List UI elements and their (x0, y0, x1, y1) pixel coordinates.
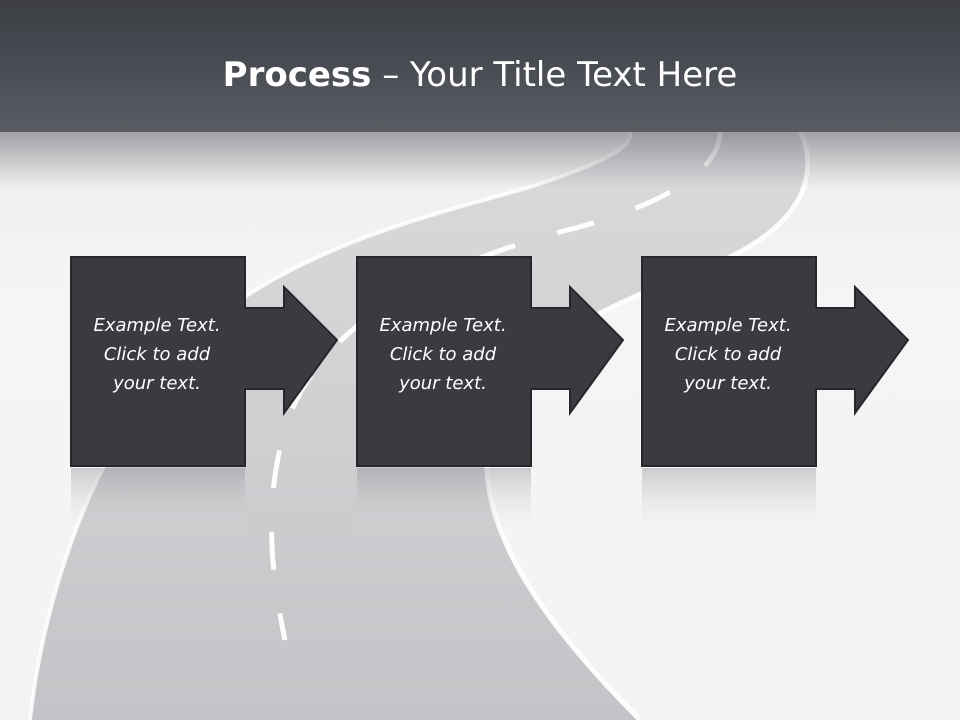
process-step-3[interactable]: Example Text. Click to add your text. (641, 256, 911, 468)
step-3-line-2: Click to add (674, 344, 782, 365)
step-1-text[interactable]: Example Text. Click to add your text. (72, 311, 242, 398)
step-2-line-3: your text. (399, 373, 487, 394)
step-2-shape (356, 256, 625, 467)
step-1-reflection (71, 468, 245, 542)
step-3-box-arrow (641, 256, 910, 467)
step-3-shape (641, 256, 910, 467)
step-1-line-1: Example Text. (93, 315, 221, 336)
step-3-line-3: your text. (684, 373, 772, 394)
step-1-shape (70, 256, 339, 467)
step-1-line-3: your text. (113, 373, 201, 394)
title-rest: Your Title Text Here (410, 55, 738, 95)
process-step-1[interactable]: Example Text. Click to add your text. (70, 256, 340, 468)
step-2-line-2: Click to add (389, 344, 497, 365)
step-1-line-2: Click to add (103, 344, 211, 365)
title-bar (0, 0, 960, 132)
step-2-box-arrow (356, 256, 625, 467)
step-3-reflection (642, 468, 816, 542)
step-2-reflection (357, 468, 531, 542)
step-1-box-arrow (70, 256, 339, 467)
road-center-line (269, 131, 723, 641)
step-2-text[interactable]: Example Text. Click to add your text. (358, 311, 528, 398)
process-step-2[interactable]: Example Text. Click to add your text. (356, 256, 626, 468)
title-separator: – (371, 55, 411, 95)
title-bar-shadow (0, 128, 960, 188)
step-2-line-1: Example Text. (379, 315, 507, 336)
step-3-text[interactable]: Example Text. Click to add your text. (643, 311, 813, 398)
title-bold-part: Process (222, 55, 372, 95)
step-3-line-1: Example Text. (664, 315, 792, 336)
slide-title[interactable]: Process – Your Title Text Here (0, 50, 960, 100)
